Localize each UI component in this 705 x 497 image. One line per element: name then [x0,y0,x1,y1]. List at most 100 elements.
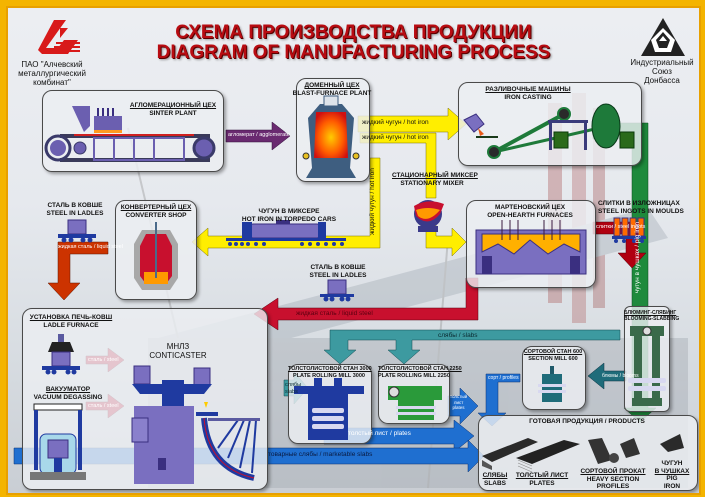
product-profiles-en: HEAVY SECTION [586,475,640,483]
openhearth-en: OPEN-HEARTH FURNACES [487,211,573,219]
converter-label: КОНВЕРТЕРНЫЙ ЦЕХ CONVERTER SHOP [118,204,194,219]
blooming-mill-icon [628,326,666,406]
plates-small-flow-label: толстый лист plates [450,394,467,411]
ladles-left-label: СТАЛЬ В КОВШЕ STEEL IN LADLES [42,202,108,217]
ladle-furnace-icon [42,334,80,375]
ladles-mid-ru: СТАЛЬ В КОВШЕ [310,264,366,271]
mill3000-en: PLATE ROLLING MILL 3000 [293,372,365,379]
conticaster-en: CONTICASTER [149,351,207,360]
ladles-left-en: STEEL IN LADLES [46,209,104,217]
hot-iron-arrow-to-casting [357,107,467,141]
openhearth-ru: МАРТЕНОВСКИЙ ЦЕХ [494,204,566,211]
profiles-arrow [477,373,521,427]
product-plates-en: PLATES [529,479,555,487]
right-logo-caption: Индустриальный Союз Донбасса [622,58,699,85]
steel-flow-label-2: сталь / steel [88,403,119,409]
caster-slabs-ru: слябы [285,382,302,388]
sinter-plant-en: SINTER PLANT [149,109,197,117]
title-russian: СХЕМА ПРОИЗВОДСТВА ПРОДУКЦИИ [175,22,532,43]
blooms-flow-label: блюмы / blooms [602,373,639,379]
mill3000-ru: ТОЛСТОЛИСТОВОЙ СТАН 3000 [288,366,372,372]
torpedo-en: HOT IRON IN TORPEDO CARS [241,215,337,223]
vacuum-ru: ВАКУУМАТОР [45,386,91,393]
converter-en: CONVERTER SHOP [125,211,187,219]
mill600-en: SECTION MILL 600 [528,355,578,362]
conticaster-icon [131,365,260,484]
plates-small-arrow [447,387,479,425]
torpedo-ru: ЧУГУН В МИКСЕРЕ [258,208,320,215]
open-hearth-label: МАРТЕНОВСКИЙ ЦЕХ OPEN-HEARTH FURNACES [478,204,582,219]
converter-liquid-steel-arrow [47,241,109,301]
alchevsk-logo-icon [38,20,80,54]
converter-ru: КОНВЕРТЕРНЫЙ ЦЕХ [120,204,192,211]
caster-slabs-en: slabs [285,389,298,395]
product-profiles-en2: PROFILES [596,483,630,490]
blast-furnace-en: BLAST-FURNACE PLANT [292,89,372,97]
mixer-en: STATIONARY MIXER [400,179,464,187]
product-slabs-ru: СЛЯБЫ [482,472,508,479]
left-logo-line1: ПАО "Алчевский [21,60,83,69]
right-logo-line3: Донбасса [644,76,680,85]
equipment-graphics [30,95,684,484]
ladles-mid-en: STEEL IN LADLES [309,271,367,279]
sinter-machine-icon [44,106,216,162]
vacuum-degasser-icon [30,403,86,480]
blooming-en: BLOOMING-SLABBING [624,316,680,322]
conticaster-label: МНЛЗ CONTICASTER [148,342,208,360]
marketable-slabs-flow-label: товарные слябы / marketable slabs [268,451,373,458]
vacuum-en: VACUUM DEGASSING [33,393,103,401]
torpedo-car-icon [226,220,346,246]
blooms-arrow [587,362,627,390]
ingots-ru: СЛИТКИ В ИЗЛОЖНИЦАХ [598,200,680,207]
stationary-mixer-label: СТАЦИОНАРНЫЙ МИКСЕР STATIONARY MIXER [392,172,478,187]
ladle-furnace-label: УСТАНОВКА ПЕЧЬ-КОВШ LADLE FURNACE [26,314,116,329]
plates-small-en: plates [452,405,465,410]
right-logo-line1: Индустриальный [630,58,694,67]
agglomerate-arrow [225,121,291,151]
ladle-furnace-ru: УСТАНОВКА ПЕЧЬ-КОВШ [29,314,113,321]
ladles-mid-label: СТАЛЬ В КОВШЕ STEEL IN LADLES [308,264,368,279]
products-title: ГОТОВАЯ ПРОДУКЦИЯ / PRODUCTS [529,418,645,425]
blast-furnace-icon [302,95,360,178]
mill600-ru: СОРТОВОЙ СТАН 600 [523,349,583,355]
product-slabs: СЛЯБЫ SLABS [480,472,510,487]
product-pig-iron-en: PIG [666,475,678,482]
product-plates-ru: ТОЛСТЫЙ ЛИСТ [515,472,569,479]
ladle-furnace-en: LADLE FURNACE [43,321,99,329]
converter-liquid-steel-label: жидкая сталь / liquid steel [58,244,123,250]
product-pig-iron-ru: ЧУГУН [661,460,683,467]
mixer-ru: СТАЦИОНАРНЫЙ МИКСЕР [392,172,478,179]
products-panel [478,415,698,491]
slabs-distribution-arrow [323,329,621,365]
ingots-flow-label: слитки / steel ingots [596,224,646,230]
mill600-label: СОРТОВОЙ СТАН 600 SECTION MILL 600 [522,349,584,362]
hot-iron-flow-label-1: жидкий чугун / hot iron [362,119,429,126]
agglomerate-flow-label: агломерат / agglomerate [228,132,290,138]
product-slabs-en: SLABS [483,479,507,487]
slabs-flow-label: слябы / slabs [438,332,478,339]
plates-flow-label: толстый лист / plates [348,430,411,437]
sinter-plant-ru: АГЛОМЕРАЦИОННЫЙ ЦЕХ [129,102,217,109]
hot-iron-vertical-flow-label: жидкий чугун / hot iron [368,168,376,235]
left-logo-line3: комбинат" [33,78,71,87]
product-pig-iron-en2: IRON [663,482,681,490]
blooming-label: БЛЮМИНГ-СЛЯБИНГ BLOOMING-SLABBING [624,310,680,322]
blast-furnace-label: ДОМЕННЫЙ ЦЕХ BLAST-FURNACE PLANT [292,82,372,97]
stationary-mixer-icon [414,200,444,232]
plates-small-ru1: толстый [450,394,468,399]
product-profiles-ru: СОРТОВОЙ ПРОКАТ [580,468,646,475]
openhearth-liquid-steel-label: жидкая сталь / liquid steel [296,310,373,317]
caster-slabs-flow-label: слябы slabs [285,382,301,396]
torpedo-car-label: ЧУГУН В МИКСЕРЕ HOT IRON IN TORPEDO CARS [234,208,344,223]
iron-casting-en: IRON CASTING [504,93,552,101]
plate-mill-2250-icon [388,386,442,420]
hot-iron-flow-label-2: жидкий чугун / hot iron [362,134,429,141]
blooming-ru: БЛЮМИНГ-СЛЯБИНГ [624,310,677,316]
blast-furnace-ru: ДОМЕННЫЙ ЦЕХ [304,82,360,89]
ladle-car-mid-icon [320,279,354,302]
conticaster-ru: МНЛЗ [166,342,190,351]
blooming-panel [624,306,670,412]
product-profiles: СОРТОВОЙ ПРОКАТ HEAVY SECTION PROFILES [578,468,648,491]
iron-casting-ru: РАЗЛИВОЧНЫЕ МАШИНЫ [485,86,571,93]
